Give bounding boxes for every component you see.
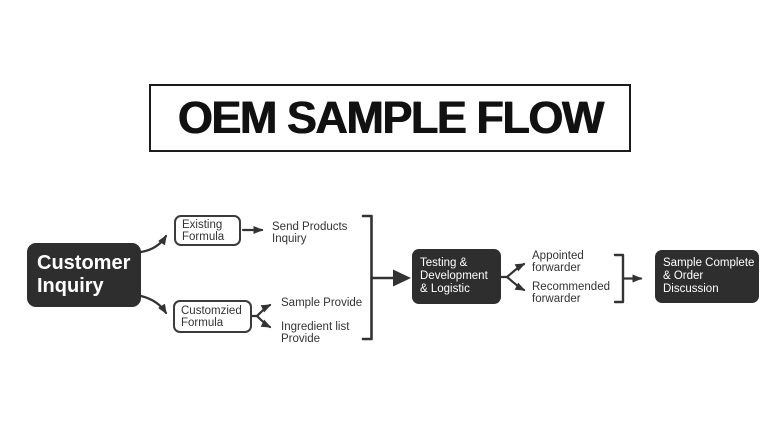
label-recommended-forwarder-line2: forwarder xyxy=(532,293,581,305)
node-customer-inquiry-line1: Customer xyxy=(37,252,131,274)
node-sample-complete-order-discussion: Sample Complete & Order Discussion xyxy=(655,250,759,303)
node-existing-formula-line1: Existing xyxy=(182,218,223,231)
label-recommended-forwarder-line1: Recommended xyxy=(532,281,610,293)
node-testing-line1: Testing & xyxy=(420,257,468,269)
connector-customer-to-existing xyxy=(139,234,168,254)
node-customer-inquiry: Customer Inquiry xyxy=(27,243,141,307)
node-customer-inquiry-line2: Inquiry xyxy=(37,275,104,297)
node-sample-complete-line1: Sample Complete xyxy=(663,257,755,269)
node-existing-formula: Existing Formula xyxy=(174,215,241,246)
connector-testing-to-appointed xyxy=(505,262,526,279)
title-box: OEM SAMPLE FLOW xyxy=(149,84,631,152)
connector-customized-to-ingredient-list xyxy=(255,314,272,329)
label-ingredient-list-provide-line2: Provide xyxy=(281,333,320,345)
label-appointed-forwarder-line2: forwarder xyxy=(532,262,581,274)
bracket-left xyxy=(361,214,373,341)
label-send-products-inquiry: Send Products Inquiry xyxy=(272,221,347,245)
node-testing-development-logistic: Testing & Development & Logistic xyxy=(412,249,501,304)
label-appointed-forwarder: Appointed forwarder xyxy=(532,250,584,274)
bracket-right xyxy=(613,253,625,304)
label-appointed-forwarder-line1: Appointed xyxy=(532,250,584,262)
label-sample-provide-line1: Sample Provide xyxy=(281,297,363,309)
label-sample-provide: Sample Provide xyxy=(281,297,362,309)
connector-customized-to-sample-provide xyxy=(255,303,272,318)
page-title: OEM SAMPLE FLOW xyxy=(177,92,604,143)
label-send-products-inquiry-line1: Send Products xyxy=(272,221,348,233)
node-customized-formula-line1: Customzied xyxy=(181,304,242,317)
node-sample-complete-line2: & Order Discussion xyxy=(663,270,719,295)
label-send-products-inquiry-line2: Inquiry xyxy=(272,233,307,245)
node-testing-line3: & Logistic xyxy=(420,283,470,295)
node-testing-line2: Development xyxy=(420,270,488,282)
label-ingredient-list-provide: Ingredient list Provide xyxy=(281,321,349,345)
connector-testing-to-recommended xyxy=(505,275,526,292)
big-arrowhead-icon xyxy=(393,269,411,287)
connector-customer-to-customized xyxy=(139,294,168,315)
label-ingredient-list-provide-line1: Ingredient list xyxy=(281,321,350,333)
node-customized-formula-line2: Formula xyxy=(181,316,224,329)
node-customized-formula: Customzied Formula xyxy=(173,300,252,333)
node-existing-formula-line2: Formula xyxy=(182,230,225,243)
label-recommended-forwarder: Recommended forwarder xyxy=(532,281,610,305)
